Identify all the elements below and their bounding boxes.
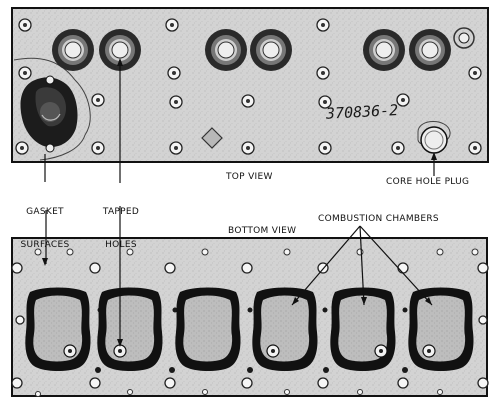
- bottom-bolt-holes: [11, 262, 489, 389]
- tapped-holes-label: TAPPED HOLES: [102, 207, 140, 250]
- diamond-pad: [201, 127, 223, 149]
- combustion-chambers-label: COMBUSTION CHAMBERS: [318, 214, 439, 224]
- water-outlet-boss: [20, 75, 78, 153]
- top-view-plate: [11, 7, 489, 163]
- intake-exhaust-ports: [52, 29, 451, 71]
- combustion-chambers: [25, 287, 474, 371]
- combustion-leader-1: [291, 225, 361, 306]
- part-number: 370836-2: [325, 101, 399, 123]
- bottom-small-holes: [34, 248, 479, 397]
- combustion-leader-3: [359, 225, 433, 306]
- bottom-view-label: BOTTOM VIEW: [228, 226, 297, 236]
- core-hole-plug-label: CORE HOLE PLUG: [386, 177, 470, 187]
- top-view-label: TOP VIEW: [226, 172, 273, 182]
- gasket-surfaces-label: GASKET SURFACES: [20, 207, 70, 250]
- top-bolt-holes: [15, 18, 482, 155]
- leader-lines: [44, 60, 435, 345]
- combustion-leader-2: [359, 225, 365, 306]
- small-boss: [453, 27, 475, 49]
